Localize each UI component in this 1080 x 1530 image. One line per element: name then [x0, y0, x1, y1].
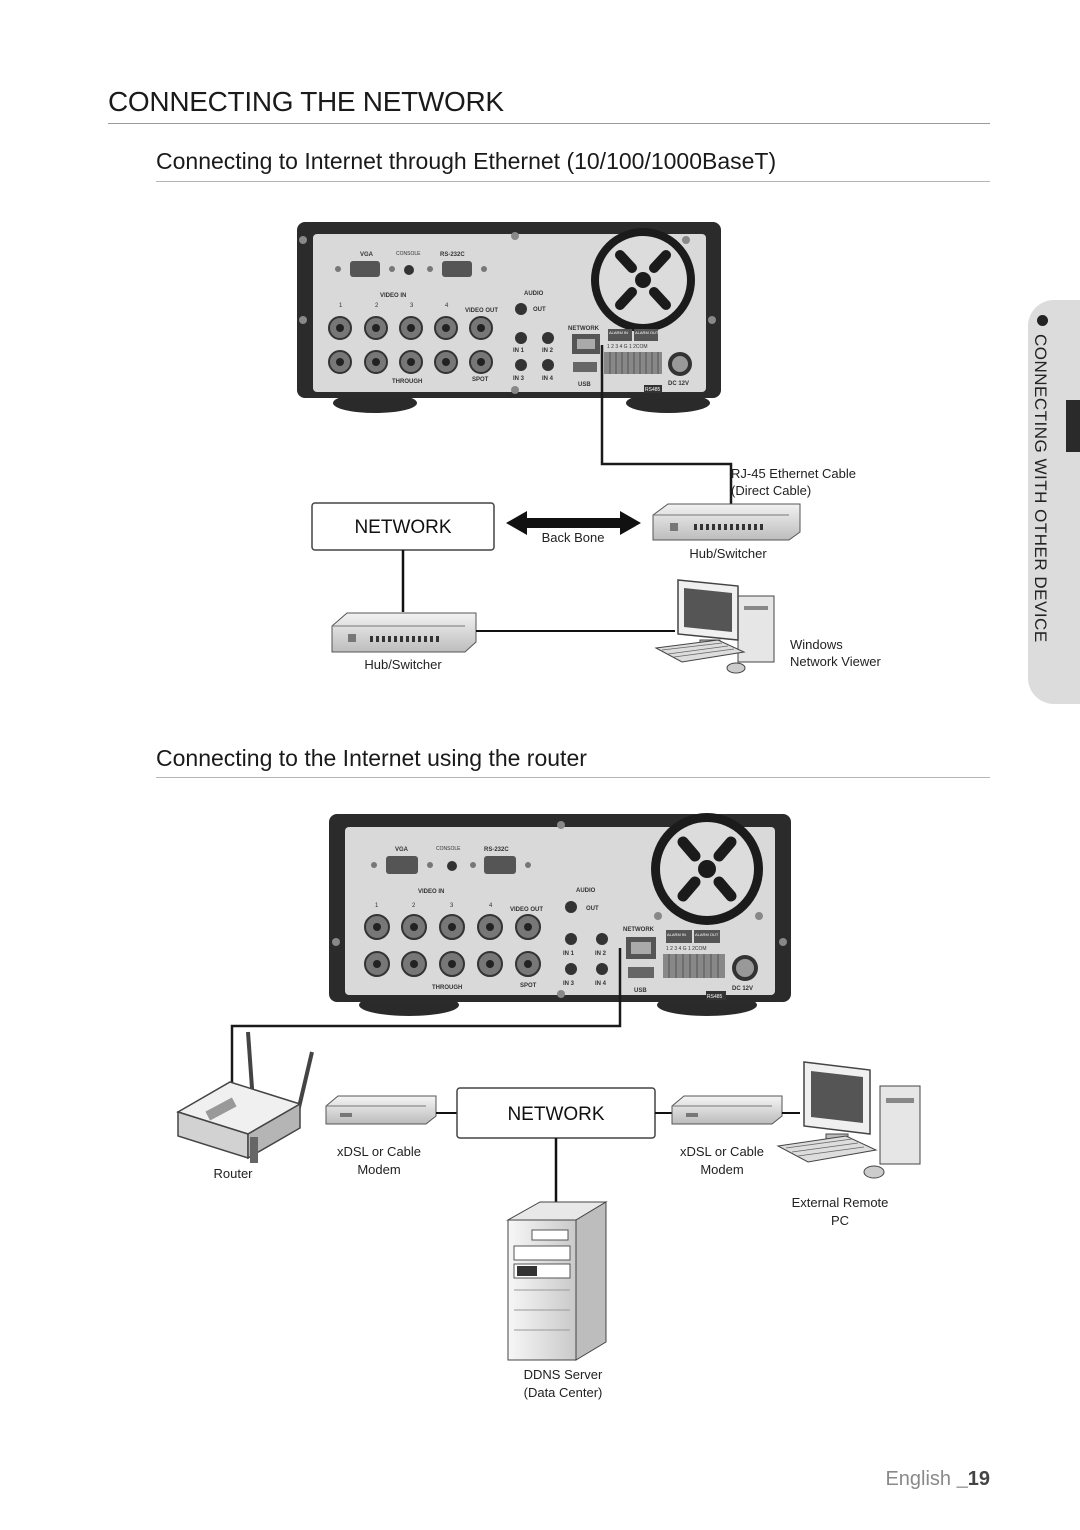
dvr-ch1-label: 1 — [339, 303, 343, 309]
dvr2-terminal-numbers: 1 2 3 4 G 1 2COM — [666, 946, 707, 952]
dvr2-in2-label: IN 2 — [595, 951, 607, 957]
dvr2-alarm-out-label: ALARM OUT — [695, 932, 719, 937]
external-pc-icon — [776, 1061, 921, 1179]
dvr-audio-out-label: OUT — [533, 307, 546, 313]
section2-divider — [156, 777, 990, 778]
network-box-label: NETWORK — [354, 517, 451, 538]
windows-viewer-label: Windows — [790, 637, 843, 652]
modem-left-sublabel: Modem — [357, 1162, 400, 1177]
dvr2-spot-label: SPOT — [520, 983, 537, 989]
router-diagram: VGA CONSOLE RS-232C VIDEO IN VIDEO OUT 1… — [176, 813, 921, 1400]
router-label: Router — [213, 1166, 253, 1181]
ddns-server-label: DDNS Server — [524, 1367, 603, 1382]
dvr2-dc12v-label: DC 12V — [732, 986, 753, 992]
chapter-side-tab[interactable] — [1028, 300, 1080, 704]
ddns-server-sublabel: (Data Center) — [524, 1385, 603, 1400]
dvr-alarm-out-label: ALARM OUT — [635, 330, 659, 335]
dvr-in2-label: IN 2 — [542, 348, 554, 354]
dvr-in4-label: IN 4 — [542, 376, 554, 382]
ddns-server-icon — [506, 1201, 608, 1361]
network-box-2-label: NETWORK — [507, 1104, 604, 1125]
external-pc-sublabel: PC — [831, 1213, 849, 1228]
dvr-terminal-numbers: 1 2 3 4 G 1 2COM — [607, 344, 648, 350]
rj45-cable-sublabel: (Direct Cable) — [731, 483, 811, 498]
hub-switcher-left — [331, 612, 477, 653]
dvr-ch4-label: 4 — [445, 303, 449, 309]
dvr-usb-label: USB — [578, 382, 591, 388]
footer-page-number: _19 — [956, 1468, 990, 1490]
dvr-vga-label: VGA — [360, 252, 374, 258]
dvr2-vga-label: VGA — [395, 847, 409, 853]
modem-right-icon — [671, 1095, 783, 1125]
dvr2-network-label: NETWORK — [623, 927, 655, 933]
dvr-spot-label: SPOT — [472, 377, 489, 383]
dvr2-alarm-in-label: ALARM IN — [667, 932, 686, 937]
modem-left-label: xDSL or Cable — [337, 1144, 421, 1159]
page-footer: English _19 — [885, 1468, 990, 1491]
rj45-cable-label: RJ-45 Ethernet Cable — [731, 466, 856, 481]
modem-right-label: xDSL or Cable — [680, 1144, 764, 1159]
dvr-alarm-in-label: ALARM IN — [609, 330, 628, 335]
ethernet-cable — [600, 345, 733, 505]
dvr2-console-label: CONSOLE — [436, 846, 461, 852]
dvr-through-label: THROUGH — [392, 379, 422, 385]
section2-heading: Connecting to the Internet using the rou… — [156, 745, 587, 771]
dvr-console-label: CONSOLE — [396, 251, 421, 257]
dvr2-ch2-label: 2 — [412, 903, 416, 909]
section1-divider — [156, 181, 990, 182]
hub-left-label: Hub/Switcher — [364, 657, 442, 672]
external-pc-label: External Remote — [792, 1195, 889, 1210]
dvr2-ch4-label: 4 — [489, 903, 493, 909]
windows-pc-icon — [654, 579, 775, 674]
router-icon — [176, 1031, 314, 1163]
section1-heading: Connecting to Internet through Ethernet … — [156, 148, 777, 174]
dvr2-rs232c-label: RS-232C — [484, 847, 509, 853]
dvr2-audio-label: AUDIO — [576, 888, 596, 894]
dvr-video-out-label: VIDEO OUT — [465, 308, 498, 314]
ethernet-diagram: VGA CONSOLE RS-232C VIDEO IN VIDEO OUT 1… — [297, 222, 881, 674]
dvr-dc12v-label: DC 12V — [668, 381, 689, 387]
dvr2-in3-label: IN 3 — [563, 981, 575, 987]
chapter-side-label: CONNECTING WITH OTHER DEVICE — [1031, 334, 1050, 643]
page-title: CONNECTING THE NETWORK — [108, 86, 504, 117]
dvr-audio-label: AUDIO — [524, 291, 544, 297]
dvr-network-label: NETWORK — [568, 326, 600, 332]
hub-right-label: Hub/Switcher — [689, 546, 767, 561]
router-cable — [230, 948, 622, 1090]
dvr2-video-out-label: VIDEO OUT — [510, 907, 543, 913]
modem-right-sublabel: Modem — [700, 1162, 743, 1177]
bullet-icon — [1037, 315, 1048, 326]
windows-viewer-sublabel: Network Viewer — [790, 654, 881, 669]
backbone-label: Back Bone — [542, 530, 605, 545]
dvr2-in1-label: IN 1 — [563, 951, 575, 957]
dvr-video-in-label: VIDEO IN — [380, 293, 406, 299]
dvr-in3-label: IN 3 — [513, 376, 525, 382]
dvr-rs232c-label: RS-232C — [440, 252, 465, 258]
dvr2-ch1-label: 1 — [375, 903, 379, 909]
dvr-in1-label: IN 1 — [513, 348, 525, 354]
footer-language: English — [885, 1468, 952, 1490]
dvr-rs485-label: RS485 — [645, 387, 661, 393]
backbone-arrow — [506, 511, 641, 535]
dvr2-rs485-label: RS485 — [707, 994, 723, 1000]
modem-left-icon — [325, 1095, 437, 1125]
chapter-marker — [1066, 400, 1080, 452]
dvr2-ch3-label: 3 — [450, 903, 454, 909]
dvr-rear-panel-2: VGA CONSOLE RS-232C VIDEO IN VIDEO OUT 1… — [329, 813, 791, 1016]
dvr-rear-panel: VGA CONSOLE RS-232C VIDEO IN VIDEO OUT 1… — [297, 222, 721, 413]
hub-switcher-right — [652, 503, 801, 541]
dvr-ch3-label: 3 — [410, 303, 414, 309]
dvr2-through-label: THROUGH — [432, 985, 462, 991]
dvr2-usb-label: USB — [634, 988, 647, 994]
dvr2-audio-out-label: OUT — [586, 906, 599, 912]
dvr-ch2-label: 2 — [375, 303, 379, 309]
dvr2-in4-label: IN 4 — [595, 981, 607, 987]
title-divider — [108, 123, 990, 124]
dvr2-video-in-label: VIDEO IN — [418, 889, 444, 895]
